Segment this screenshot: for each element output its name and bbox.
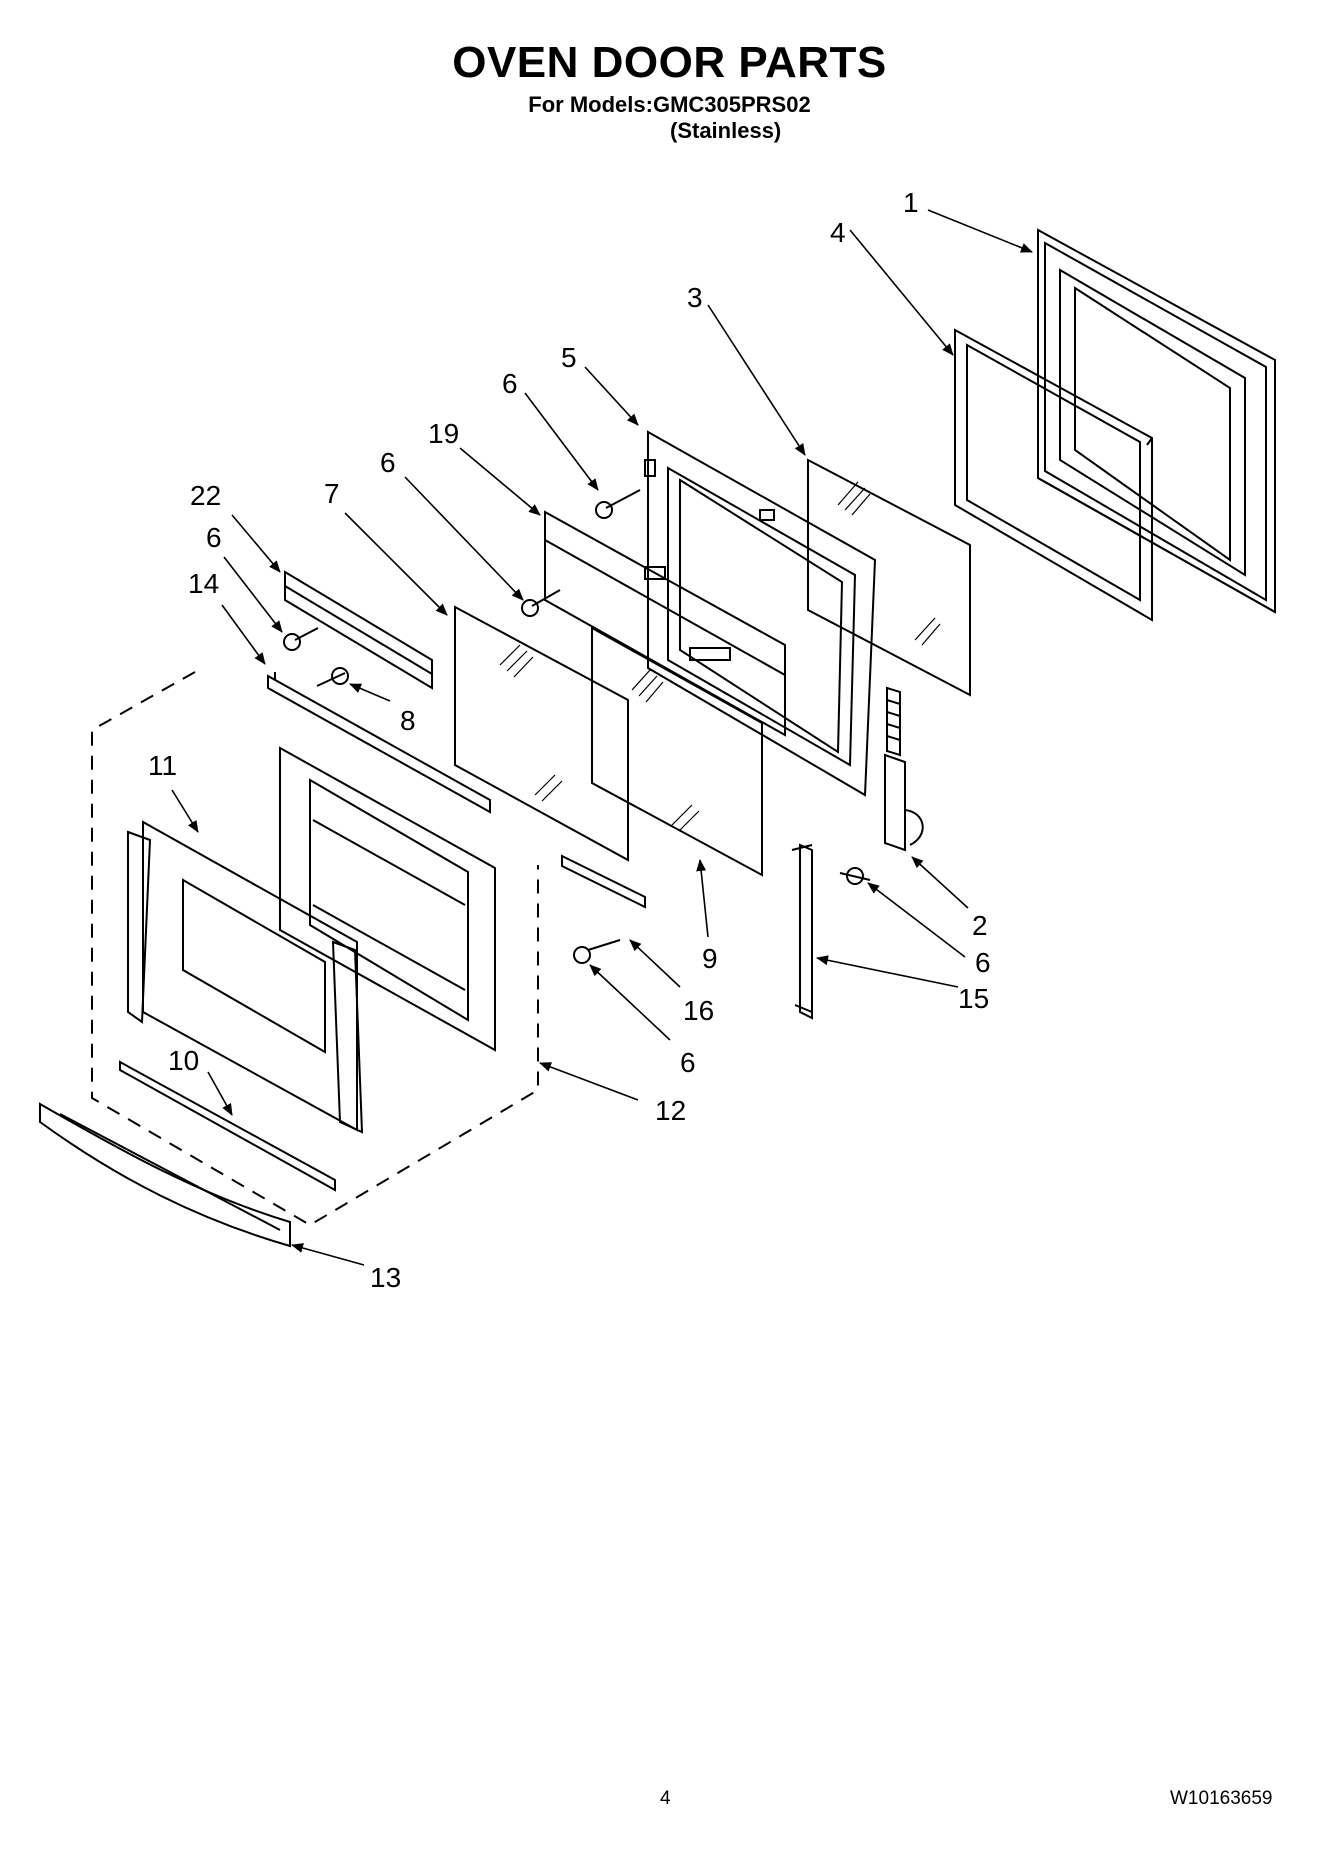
callout-22: 22 (190, 480, 221, 511)
callout-11: 11 (148, 750, 177, 781)
part-19-door-shield (544, 510, 786, 737)
part-16-glass-bracket (561, 854, 646, 909)
page-title: OVEN DOOR PARTS (452, 38, 887, 87)
callout-9: 9 (702, 943, 718, 974)
part-4-door-gasket (954, 328, 1153, 622)
screw-6-d (839, 867, 871, 885)
part-12-door-assembly-outline (91, 671, 539, 1227)
callout-2: 2 (972, 910, 988, 941)
models-line: For Models:GMC305PRS02 (528, 92, 811, 117)
screw-6-e (573, 939, 621, 964)
callout-19: 19 (428, 418, 459, 449)
part-15-hinge-receiver (791, 843, 813, 1020)
door-inner-frame (279, 746, 496, 1052)
callout-14: 14 (188, 568, 219, 599)
callout-4: 4 (830, 217, 846, 248)
screw-6-c (283, 627, 319, 651)
part-14-vent-trim (267, 672, 491, 814)
callout-13: 13 (370, 1262, 401, 1293)
callout-6-e: 6 (680, 1047, 696, 1078)
part-10-lower-trim (119, 1060, 336, 1192)
part-2-door-hinge (884, 686, 924, 852)
part-9-glass (591, 626, 763, 877)
callout-12: 12 (655, 1095, 686, 1126)
callout-7: 7 (324, 478, 340, 509)
screw-6-b (521, 589, 561, 617)
callout-6-b: 6 (380, 447, 396, 478)
callout-3: 3 (687, 282, 703, 313)
part-22-vent-bracket (284, 570, 433, 690)
document-number: W10163659 (1170, 1788, 1273, 1809)
part-1-outer-door-panel (1037, 228, 1276, 614)
callout-15: 15 (958, 983, 989, 1014)
screw-8 (316, 667, 349, 687)
callout-6-a: 6 (502, 368, 518, 399)
part-11-door-front-panel (127, 820, 364, 1134)
part-7-glass (454, 605, 629, 862)
callout-10: 10 (168, 1045, 199, 1076)
part-5-inner-door-liner (644, 430, 877, 797)
callout-leaders (171, 209, 1033, 1266)
finish-line: (Stainless) (670, 118, 782, 143)
callout-6-c: 6 (206, 522, 222, 553)
callout-16: 16 (683, 995, 714, 1026)
part-3-inner-glass (807, 458, 971, 697)
callout-6-d: 6 (975, 947, 991, 978)
part-13-door-handle (39, 1102, 291, 1248)
callout-5: 5 (561, 342, 577, 373)
callout-8: 8 (400, 705, 416, 736)
screw-6-a (595, 489, 641, 519)
callout-1: 1 (903, 187, 919, 218)
page-number: 4 (660, 1788, 671, 1809)
